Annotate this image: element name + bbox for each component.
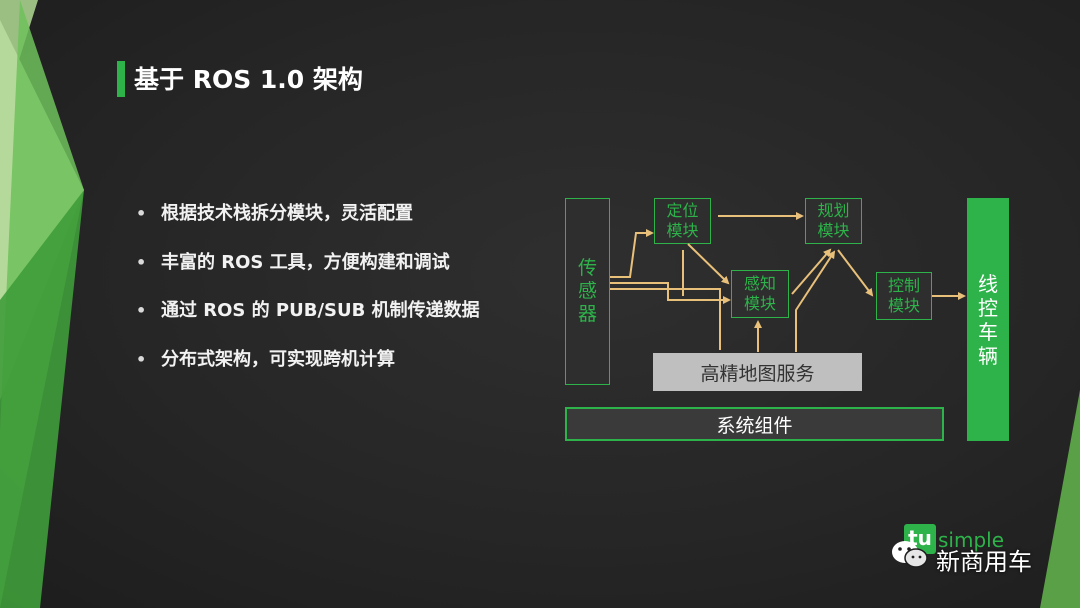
localization-module-box: 定位 模块 <box>654 198 711 244</box>
bullet-item: • 分布式架构，可实现跨机计算 <box>136 344 480 393</box>
arrow-localization-to-perception <box>687 243 730 285</box>
line-sensor-to-map <box>610 288 721 350</box>
bullet-text: 根据技术栈拆分模块，灵活配置 <box>161 203 413 224</box>
hd-map-service-box: 高精地图服务 <box>653 353 862 391</box>
bullet-list: • 根据技术栈拆分模块，灵活配置 • 丰富的 ROS 工具，方便构建和调试 • 通过 … <box>136 198 480 392</box>
right-triangle <box>1040 390 1080 608</box>
brand-name: 新商用车 <box>936 548 1032 576</box>
planning-module-box: 规划 模块 <box>805 198 862 244</box>
perception-module-box: 感知 模块 <box>731 270 789 318</box>
bullet-item: • 根据技术栈拆分模块，灵活配置 <box>136 198 480 247</box>
title-accent-bar <box>117 61 125 97</box>
bullet-marker: • <box>136 204 147 223</box>
arrow-sensor-to-localization <box>610 229 654 278</box>
arrow-planning-to-control <box>837 249 874 297</box>
control-module-box: 控制 模块 <box>876 272 932 320</box>
bullet-item: • 通过 ROS 的 PUB/SUB 机制传递数据 <box>136 295 480 344</box>
slide-title: 基于 ROS 1.0 架构 <box>134 65 363 94</box>
bullet-marker: • <box>136 252 147 272</box>
arrow-sensor-to-perception <box>610 282 731 304</box>
system-components-box: 系统组件 <box>565 407 944 441</box>
bullet-marker: • <box>136 349 147 369</box>
bullet-text: 通过 ROS 的 PUB/SUB 机制传递数据 <box>161 300 480 321</box>
wechat-icon <box>892 541 928 568</box>
bullet-text: 丰富的 ROS 工具，方便构建和调试 <box>161 251 450 273</box>
bullet-text: 分布式架构，可实现跨机计算 <box>161 348 395 370</box>
sensor-box: 传 感 器 <box>565 198 610 385</box>
drive-by-wire-vehicle-box: 线 控 车 辆 <box>967 198 1009 441</box>
logo-text: simple <box>938 528 1005 552</box>
left-dark-triangle <box>0 190 84 608</box>
bullet-marker: • <box>136 301 147 320</box>
bullet-item: • 丰富的 ROS 工具，方便构建和调试 <box>136 247 480 296</box>
arrow-map-to-planning <box>795 250 836 352</box>
arrow-perception-to-planning <box>791 248 832 295</box>
